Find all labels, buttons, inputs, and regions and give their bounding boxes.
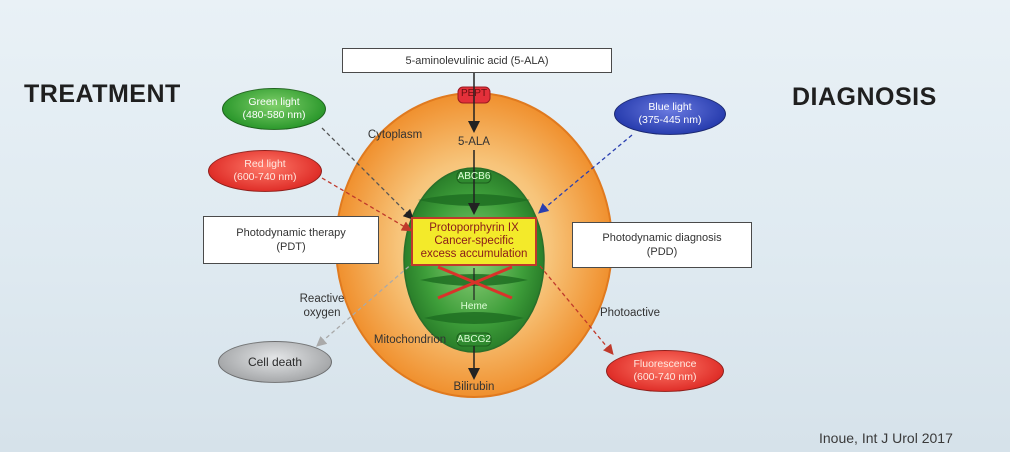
green-light-arrow <box>321 127 414 220</box>
blue-light-line-2: (375-445 nm) <box>638 114 702 126</box>
fluorescence-arrow <box>539 265 614 356</box>
cytoplasm-label: Cytoplasm <box>367 129 423 141</box>
pdd-line-2: (PDD) <box>646 246 678 258</box>
red-light-line-2: (600-740 nm) <box>233 171 297 183</box>
pdt-line-1: Photodynamic therapy <box>236 227 346 239</box>
pdt-box: Photodynamic therapy (PDT) <box>203 216 379 264</box>
green-light-line-2: (480-580 nm) <box>242 109 306 121</box>
mitochondrion-label: Mitochondrion <box>373 334 447 346</box>
ala-source-box: 5-aminolevulinic acid (5-ALA) <box>342 48 612 73</box>
abcb6-label: ABCB6 <box>457 171 491 182</box>
red-light-oval: Red light (600-740 nm) <box>208 150 322 192</box>
ala-source-label: 5-aminolevulinic acid (5-ALA) <box>405 54 549 67</box>
citation: Inoue, Int J Urol 2017 <box>819 430 953 446</box>
pept-label: PEPT <box>460 88 488 99</box>
cell-death-label: Cell death <box>247 354 303 369</box>
center-line-1: Protoporphyrin IX <box>429 222 519 234</box>
pdd-line-1: Photodynamic diagnosis <box>602 232 722 244</box>
bilirubin-label: Bilirubin <box>453 381 495 393</box>
reactive-line-2: oxygen <box>303 307 341 319</box>
fluorescence-line-1: Fluorescence <box>633 358 697 370</box>
center-line-2: Cancer-specific <box>434 235 514 247</box>
blue-light-oval: Blue light (375-445 nm) <box>614 93 726 135</box>
reactive-oxygen-arrow <box>316 261 415 347</box>
cell-death-oval: Cell death <box>218 341 332 383</box>
red-light-arrow <box>321 177 413 232</box>
green-light-line-1: Green light <box>248 96 300 108</box>
red-light-line-1: Red light <box>244 158 286 170</box>
green-light-oval: Green light (480-580 nm) <box>222 88 326 130</box>
reactive-line-1: Reactive <box>299 293 345 305</box>
fluorescence-oval: Fluorescence (600-740 nm) <box>606 350 724 392</box>
protoporphyrin-box: Protoporphyrin IX Cancer-specific excess… <box>411 217 537 266</box>
diagnosis-heading: DIAGNOSIS <box>792 83 937 111</box>
pdt-line-2: (PDT) <box>276 241 306 253</box>
ala-label: 5-ALA <box>458 136 490 148</box>
block-cross-2 <box>437 265 513 300</box>
blue-light-line-1: Blue light <box>648 101 692 113</box>
blue-light-arrow <box>538 134 633 214</box>
reactive-oxygen-label: Reactive oxygen <box>290 292 354 320</box>
center-line-3: excess accumulation <box>420 248 528 260</box>
photoactive-label: Photoactive <box>599 307 661 319</box>
abcg2-label: ABCG2 <box>457 334 491 345</box>
heme-label: Heme <box>460 301 488 312</box>
treatment-heading: TREATMENT <box>24 80 181 108</box>
fluorescence-line-2: (600-740 nm) <box>633 371 697 383</box>
pdd-box: Photodynamic diagnosis (PDD) <box>572 222 752 268</box>
